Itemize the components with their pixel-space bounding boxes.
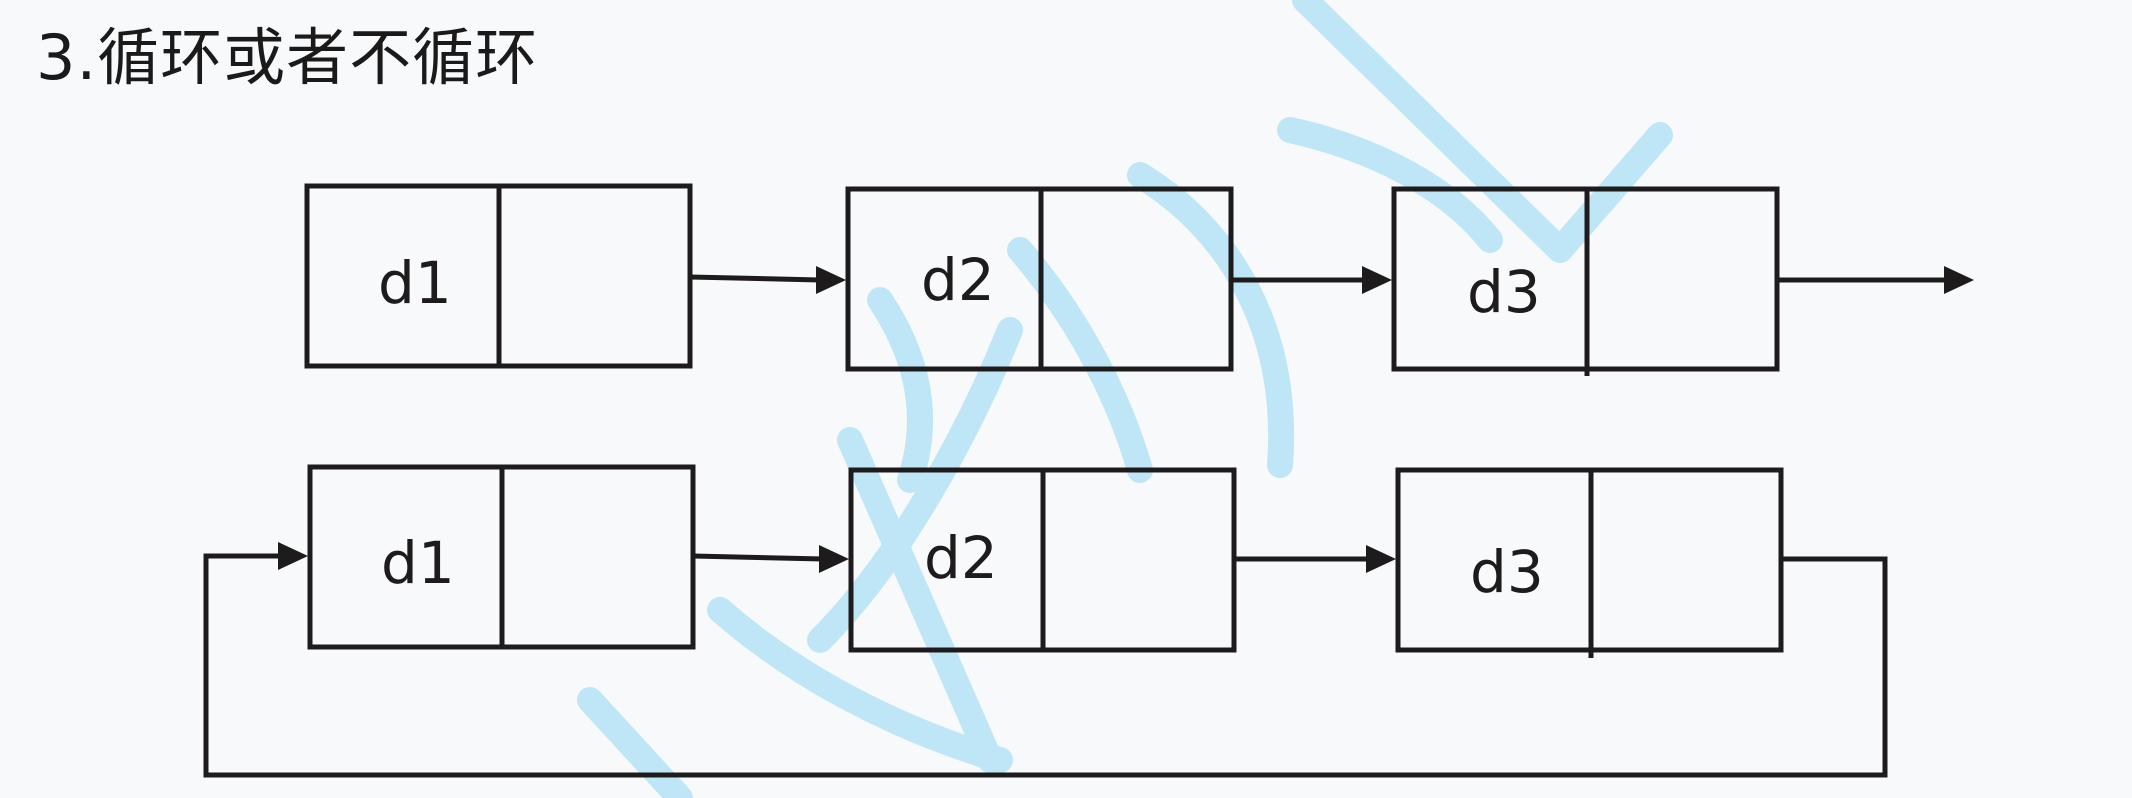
watermark-stroke [867,287,933,493]
link-arrow [692,545,849,573]
watermark-stroke [707,597,1013,773]
node-label: d3 [1470,538,1544,606]
watermark-stroke [1292,0,1673,263]
watermark-stroke [1127,162,1295,478]
watermark-stroke [577,687,693,798]
watermark-stroke [1007,237,1153,483]
watermark-stroke [837,427,1003,773]
list-node: d2 [845,186,1234,372]
link-arrow [689,266,846,294]
link-arrow [1234,545,1396,573]
section-heading: 3.循环或者不循环 [36,21,539,94]
circular-list: d1 d2 d3 [203,464,1888,778]
list-node: d1 [304,183,693,369]
linear-list: d1 d2 d3 [304,183,1974,376]
link-arrow [1231,266,1392,294]
list-node: d3 [1395,467,1784,658]
node-label: d3 [1467,258,1541,326]
list-node: d1 [307,464,696,650]
node-label: d1 [381,529,455,597]
node-label: d1 [378,249,452,317]
watermark [577,0,1673,798]
link-arrow [1777,266,1974,294]
node-label: d2 [924,524,998,592]
watermark-stroke [1277,117,1503,253]
node-label: d2 [921,246,995,314]
loop-back-arrow [203,542,1888,778]
